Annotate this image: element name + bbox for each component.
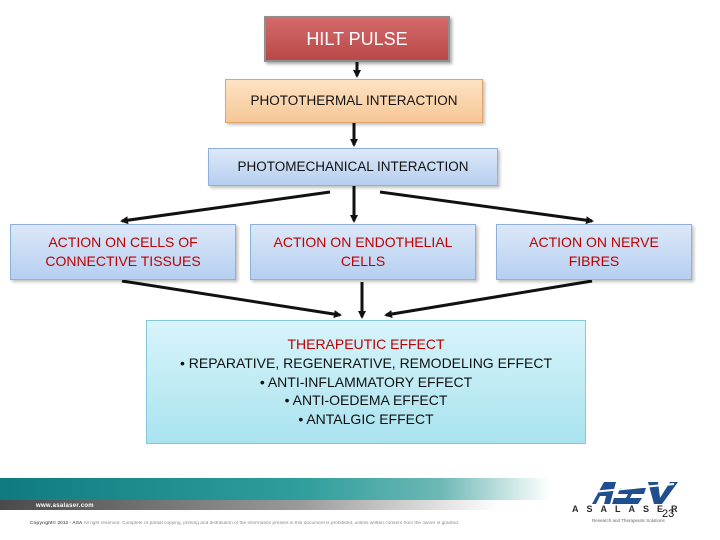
therapeutic-item: • ANTALGIC EFFECT	[298, 411, 434, 428]
therapeutic-effect-box: THERAPEUTIC EFFECT • REPARATIVE, REGENER…	[146, 320, 586, 444]
endothelial-action-line1: ACTION ON ENDOTHELIAL	[273, 234, 453, 251]
hilt-pulse-label: HILT PULSE	[306, 28, 408, 49]
endothelial-action-line2: CELLS	[340, 253, 386, 269]
page-number: 23	[662, 508, 675, 520]
therapeutic-effect-title: THERAPEUTIC EFFECT	[287, 335, 445, 352]
arrow-cells-to-therapeutic	[121, 279, 342, 319]
arrow-to-cells	[120, 190, 331, 225]
photothermal-box: PHOTOTHERMAL INTERACTION	[225, 79, 483, 123]
website-link[interactable]: www.asalaser.com	[36, 503, 94, 509]
footer-band	[0, 478, 550, 500]
nerve-action-box: ACTION ON NERVE FIBRES	[496, 224, 692, 280]
copyright-notice: Copyright© 2012 - ASA All right reserved…	[30, 521, 500, 526]
photomechanical-label: PHOTOMECHANICAL INTERACTION	[237, 158, 469, 174]
hilt-pulse-box: HILT PULSE	[264, 16, 450, 62]
nerve-action-line1: ACTION ON NERVE	[529, 234, 659, 251]
therapeutic-item: • ANTI-OEDEMA EFFECT	[284, 392, 448, 409]
cells-action-box: ACTION ON CELLS OF CONNECTIVE TISSUES	[10, 224, 236, 280]
nerve-action-line2: FIBRES	[568, 253, 620, 269]
copyright-text: All right reserved. Complete or partial …	[83, 521, 460, 526]
asa-logo-mark-icon	[591, 482, 678, 504]
footer-band-grey	[0, 500, 500, 510]
arrow-to-nerve	[379, 190, 594, 225]
logo-tagline: Research and Therapeutic Solutions	[592, 518, 665, 523]
therapeutic-item: • REPARATIVE, REGENERATIVE, REMODELING E…	[179, 354, 553, 371]
arrow-nerve-to-therapeutic	[384, 279, 593, 318]
endothelial-action-box: ACTION ON ENDOTHELIAL CELLS	[250, 224, 476, 280]
therapeutic-item: • ANTI-INFLAMMATORY EFFECT	[259, 373, 473, 390]
cells-action-line2: CONNECTIVE TISSUES	[45, 253, 201, 269]
asa-logo: ASALASER Research and Therapeutic Soluti…	[566, 478, 696, 530]
cells-action-line1: ACTION ON CELLS OF	[48, 234, 198, 251]
photothermal-label: PHOTOTHERMAL INTERACTION	[250, 92, 458, 108]
copyright-owner: Copyright© 2012 - ASA	[30, 521, 83, 526]
logo-wordmark: ASALASER	[572, 504, 686, 514]
photomechanical-box: PHOTOMECHANICAL INTERACTION	[208, 148, 498, 186]
